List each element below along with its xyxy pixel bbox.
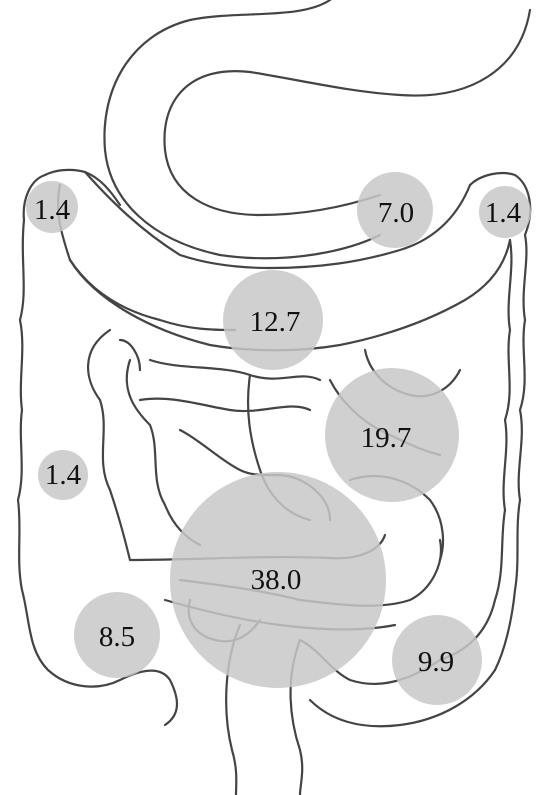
label-splenic-flexure: 1.4 bbox=[485, 197, 522, 229]
label-appendix-region: 8.5 bbox=[99, 621, 135, 653]
label-ascending-colon: 1.4 bbox=[45, 459, 82, 491]
stomach-outline bbox=[104, 0, 530, 258]
label-transverse-colon: 12.7 bbox=[250, 306, 301, 338]
label-sigmoid-colon: 9.9 bbox=[418, 646, 454, 678]
label-transverse-left-flexure: 7.0 bbox=[378, 197, 414, 229]
label-cecum: 1.4 bbox=[34, 194, 71, 226]
label-ileum: 38.0 bbox=[251, 564, 302, 596]
label-jejunum: 19.7 bbox=[361, 422, 412, 454]
